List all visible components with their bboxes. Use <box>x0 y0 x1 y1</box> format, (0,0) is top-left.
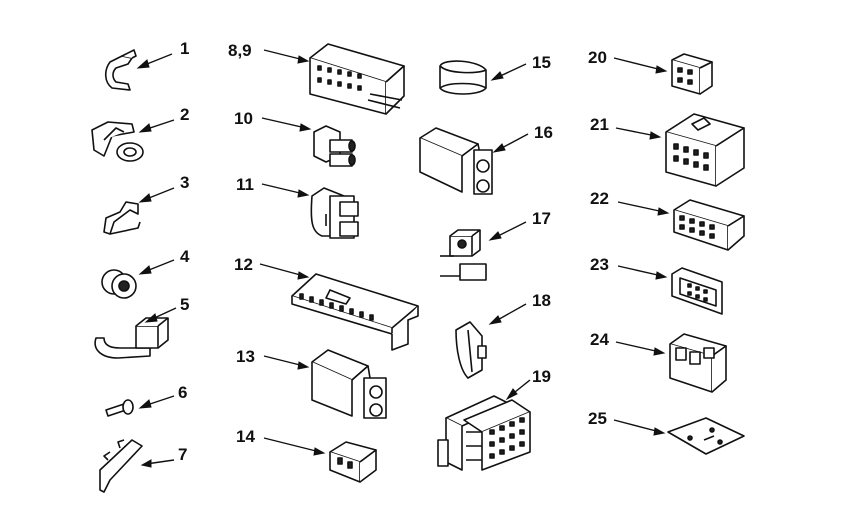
part-14-connector <box>329 441 377 483</box>
label-19: 19 <box>532 367 551 386</box>
label-2: 2 <box>180 105 189 124</box>
arrow-6 <box>138 395 175 409</box>
part-4-grommet <box>101 269 137 299</box>
part-5-clamp-bracket <box>94 317 169 359</box>
arrow-10 <box>261 117 312 132</box>
arrow-5 <box>144 307 177 323</box>
arrow-19 <box>505 379 531 401</box>
arrow-7 <box>140 459 175 468</box>
label-20: 20 <box>588 48 607 67</box>
arrow-12 <box>259 263 310 280</box>
label-11: 11 <box>236 175 254 194</box>
arrow-18 <box>488 303 527 325</box>
part-2-clamp <box>91 121 144 162</box>
part-21-connector <box>665 113 745 187</box>
label-17: 17 <box>532 209 551 228</box>
part-12-slots <box>299 293 374 321</box>
label-14: 14 <box>236 427 255 446</box>
label-18: 18 <box>532 291 551 310</box>
label-1: 1 <box>180 39 189 58</box>
part-22-connector <box>673 199 745 251</box>
part-7-strain-relief <box>99 439 143 493</box>
arrow-3 <box>138 187 175 203</box>
label-8-9: 8,9 <box>228 41 252 60</box>
label-10: 10 <box>234 109 253 128</box>
label-22: 22 <box>590 189 609 208</box>
part-21-pin-holes <box>673 143 709 171</box>
part-16-connector <box>419 127 493 195</box>
arrow-14 <box>263 437 326 456</box>
part-19-multi-connector <box>437 395 531 471</box>
arrow-24 <box>615 341 666 356</box>
part-24-connector <box>669 333 727 393</box>
part-22-pin-holes <box>679 215 715 239</box>
part-6-screw <box>105 399 134 417</box>
label-25: 25 <box>588 409 607 428</box>
part-20-small-connector <box>671 53 713 95</box>
label-7: 7 <box>178 445 187 464</box>
arrow-25 <box>613 419 666 436</box>
part-25-plate <box>667 417 745 455</box>
label-3: 3 <box>180 173 189 192</box>
label-6: 6 <box>178 383 187 402</box>
arrow-20 <box>613 57 668 74</box>
part-11-plug <box>310 187 359 239</box>
arrow-15 <box>490 63 527 81</box>
arrow-21 <box>615 127 662 140</box>
arrow-1 <box>136 53 173 69</box>
label-4: 4 <box>180 247 190 266</box>
label-13: 13 <box>236 347 255 366</box>
part-18-bracket <box>455 321 487 379</box>
part-10-plug <box>313 125 356 167</box>
arrow-11 <box>261 183 310 198</box>
arrow-13 <box>263 355 310 370</box>
label-5: 5 <box>180 295 189 314</box>
part-23-d-connector <box>671 267 723 315</box>
arrow-2 <box>138 119 175 133</box>
label-23: 23 <box>590 255 609 274</box>
part-19-pin-holes <box>489 417 525 459</box>
part-17-terminal-block <box>440 229 487 281</box>
arrow-17 <box>488 221 527 241</box>
label-24: 24 <box>590 330 609 349</box>
arrow-8-9 <box>263 49 310 64</box>
arrow-4 <box>138 259 175 275</box>
label-15: 15 <box>532 53 551 72</box>
part-8-9-connector-housing <box>309 43 405 115</box>
part-13-connector <box>311 349 387 419</box>
arrow-16 <box>492 133 529 153</box>
arrow-23 <box>617 265 668 280</box>
arrow-22 <box>617 201 670 216</box>
label-12: 12 <box>234 255 253 274</box>
part-15-cover <box>439 60 487 95</box>
label-16: 16 <box>534 123 553 142</box>
part-12-terminal-strip <box>291 273 419 351</box>
part-1-clip <box>104 49 137 91</box>
part-3-wire-clip <box>103 201 141 235</box>
part-8-9-pin-holes <box>317 65 362 91</box>
label-21: 21 <box>590 115 609 134</box>
